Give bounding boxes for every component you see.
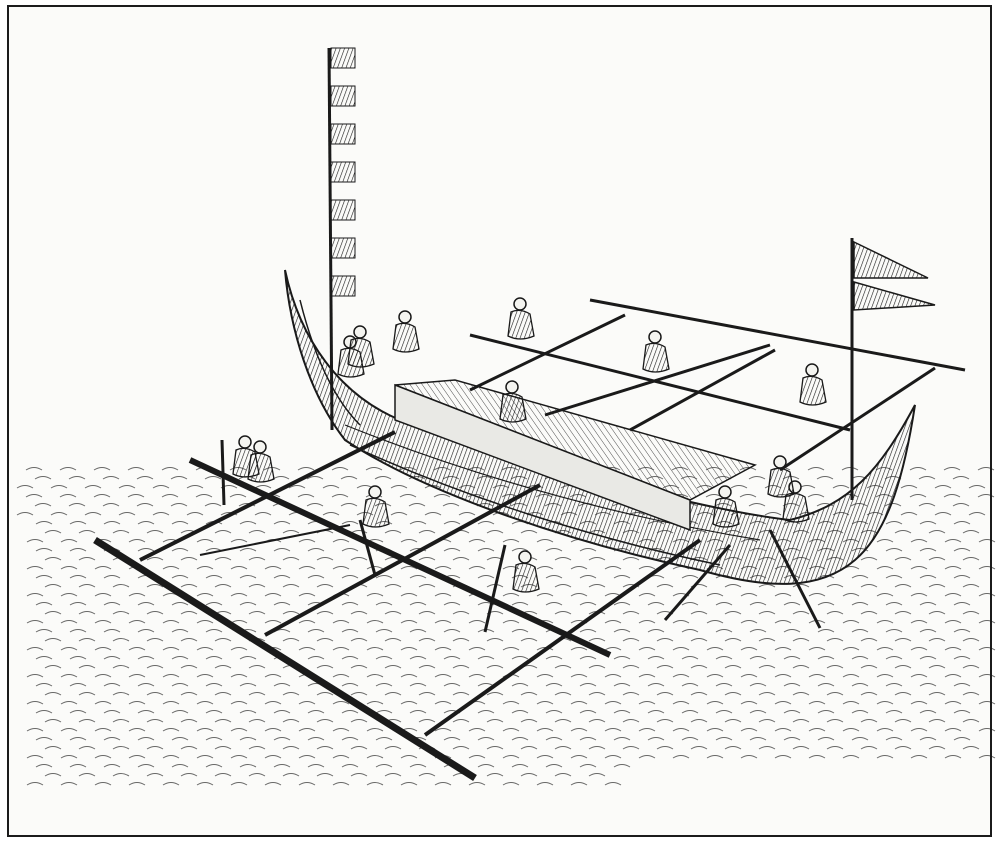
wave-line: [26, 755, 996, 759]
rower-figure-icon: [767, 455, 795, 498]
wave-line: [26, 566, 996, 570]
wave-line: [44, 719, 980, 723]
pennant-flag-icon: [853, 281, 936, 311]
wave-line: [26, 620, 996, 624]
rower-figure-icon: [392, 310, 420, 353]
banner-stripe: [330, 199, 356, 221]
banner-stripe: [330, 275, 356, 297]
wave-line: [26, 593, 996, 597]
banner-stripe: [330, 123, 356, 145]
wave-line: [26, 647, 996, 651]
mast-left: [327, 47, 356, 431]
wave-line: [35, 710, 971, 714]
outrigger-frame: [93, 430, 702, 781]
wave-line: [35, 683, 971, 687]
striped-banner-flag: [330, 47, 356, 297]
wave-line: [26, 728, 996, 732]
wave-line: [35, 737, 971, 741]
rower-figure-icon: [507, 297, 535, 340]
deck-house: [394, 379, 757, 532]
wave-line: [35, 656, 971, 660]
pennant-flag-icon: [853, 240, 929, 279]
wave-line: [44, 638, 980, 642]
rower-figure-icon: [799, 363, 827, 406]
wave-line: [44, 611, 980, 615]
wave-line: [44, 584, 980, 588]
upper-platform: [469, 298, 966, 472]
wave-line: [44, 692, 980, 696]
rower-figure-icon: [642, 330, 670, 373]
rower-figure-icon: [512, 550, 540, 593]
wave-line: [35, 602, 971, 606]
rower-figure-icon: [499, 380, 527, 423]
rower-figure-icon: [247, 440, 275, 483]
rower-figure-icon: [347, 325, 375, 368]
banner-stripe: [330, 161, 356, 183]
rower-figures: [232, 297, 827, 593]
wave-line: [26, 701, 996, 705]
mast-right: [850, 238, 936, 500]
wave-line: [44, 665, 980, 669]
banner-stripe: [330, 237, 356, 259]
wave-line: [26, 674, 996, 678]
wave-line: [35, 764, 631, 768]
wave-line: [44, 746, 980, 750]
rower-figure-icon: [362, 485, 390, 528]
wave-line: [35, 629, 971, 633]
paddles: [220, 439, 822, 633]
rower-figure-icon: [712, 485, 740, 528]
banner-stripe: [330, 47, 356, 69]
wave-line: [26, 782, 622, 786]
banner-stripe: [330, 85, 356, 107]
wave-line: [44, 773, 606, 777]
